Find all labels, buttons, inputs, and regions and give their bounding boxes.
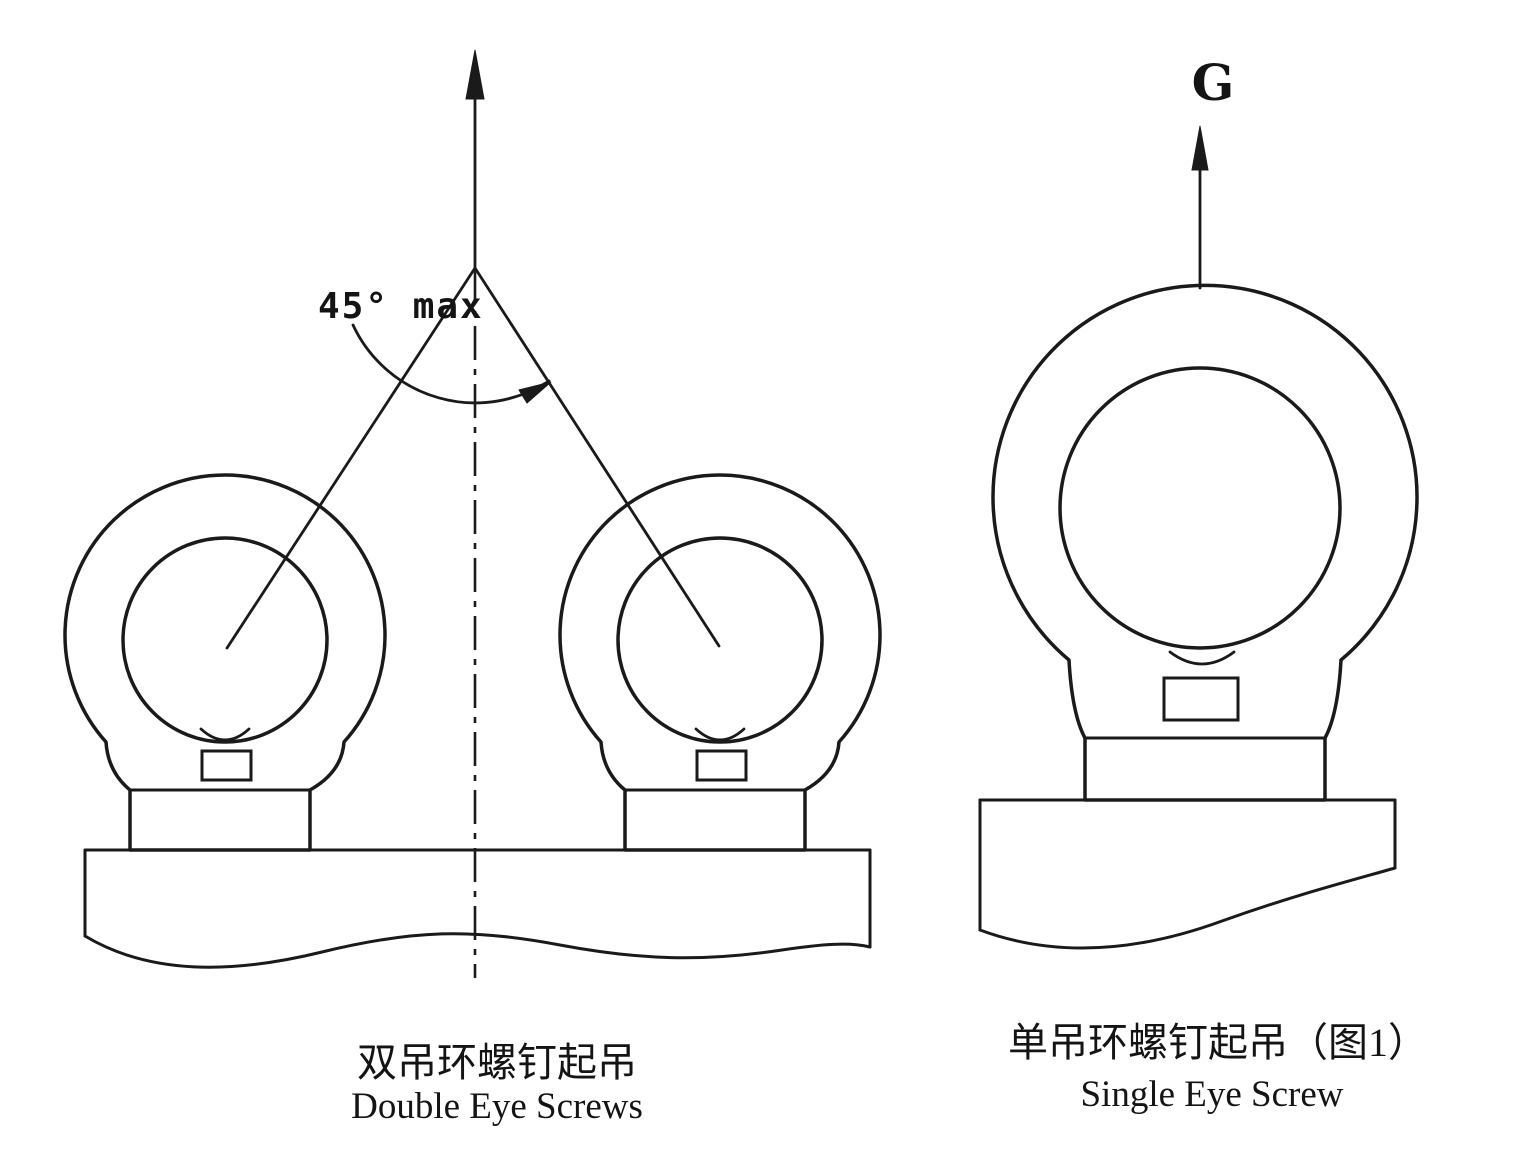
eye-screw-single-eye-hole xyxy=(1058,366,1342,650)
sling-line-right xyxy=(473,266,721,648)
eye-screw-right-shank-mark xyxy=(695,749,748,782)
g-arrow-head-icon xyxy=(1191,125,1209,171)
left-mount-plate xyxy=(83,848,872,969)
eye-screw-single xyxy=(991,283,1419,802)
left-caption-en: Double Eye Screws xyxy=(351,1086,643,1127)
double-eye-screws-figure: 45° max 双吊环螺钉起吊 Double Eye Screws xyxy=(63,49,882,1127)
drawing-root: 45° max 双吊环螺钉起吊 Double Eye Screws xyxy=(63,49,1428,1127)
eye-screw-left xyxy=(63,473,387,852)
eye-screw-left-eye-hole xyxy=(121,536,329,744)
eye-screw-left-thread-relief-arc xyxy=(199,727,251,742)
eye-screw-left-body xyxy=(63,473,387,852)
eye-screw-right-body xyxy=(558,473,882,852)
right-caption-zh: 单吊环螺钉起吊（图1） xyxy=(1008,1020,1428,1065)
right-mount-plate xyxy=(978,798,1397,950)
angle-arc xyxy=(351,323,551,405)
eye-screw-left-shank-mark xyxy=(200,749,253,782)
left-caption-zh: 双吊环螺钉起吊 xyxy=(357,1040,637,1085)
right-caption-en: Single Eye Screw xyxy=(1080,1074,1343,1115)
eye-screw-single-body xyxy=(991,283,1419,802)
eye-screw-right xyxy=(558,473,882,852)
force-label: G xyxy=(1192,53,1235,112)
single-eye-screw-figure: G 单吊环螺钉起吊（图1） Single Eye Screw xyxy=(978,53,1428,1115)
mount-plate-break-wave xyxy=(978,866,1397,950)
angle-label: 45° max xyxy=(318,286,484,327)
lift-arrow-head-icon xyxy=(465,49,485,100)
angle-arc-arrowhead-icon xyxy=(518,381,552,404)
sling-line-left xyxy=(225,266,477,650)
eye-screw-single-shank-mark xyxy=(1162,676,1240,722)
eye-screw-right-eye-hole xyxy=(616,536,824,744)
mount-plate-break-wave xyxy=(83,932,872,969)
eye-screw-right-thread-relief-arc xyxy=(694,727,746,742)
eye-screw-single-thread-relief-arc xyxy=(1168,650,1236,666)
